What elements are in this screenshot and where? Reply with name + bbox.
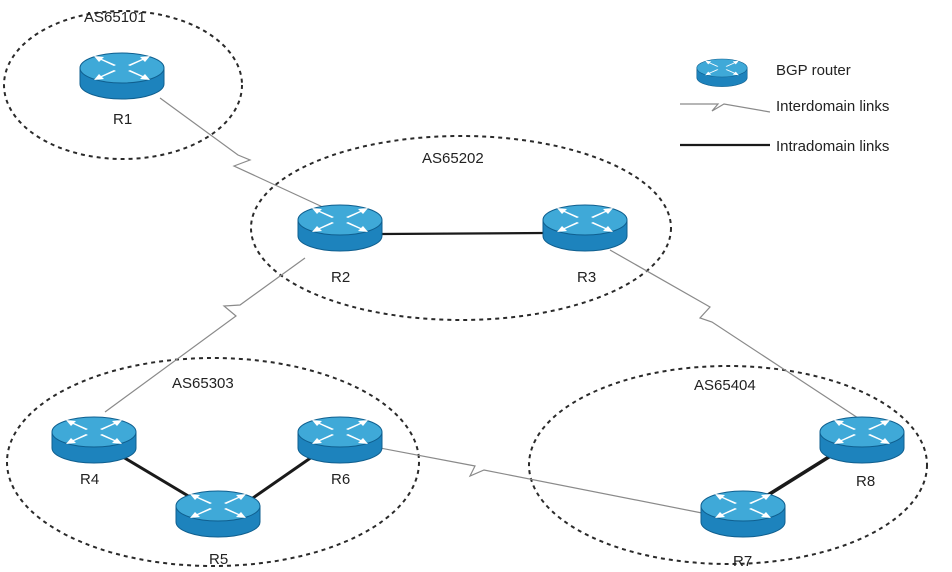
as65202-label: AS65202 bbox=[422, 150, 484, 167]
legend-intradomain-label: Intradomain links bbox=[776, 138, 889, 155]
router-r5-label: R5 bbox=[209, 551, 228, 568]
router-r5-icon[interactable] bbox=[175, 490, 261, 538]
as65404-boundary bbox=[528, 365, 928, 565]
legend-router-label: BGP router bbox=[776, 62, 851, 79]
router-r4-icon[interactable] bbox=[51, 416, 137, 464]
router-r8-label: R8 bbox=[856, 473, 875, 490]
as65404-label: AS65404 bbox=[694, 377, 756, 394]
legend-interdomain-label: Interdomain links bbox=[776, 98, 889, 115]
as65202-boundary bbox=[250, 135, 672, 321]
router-r8-icon[interactable] bbox=[819, 416, 905, 464]
legend: BGP router Interdomain links Intradomain… bbox=[680, 58, 889, 155]
as65101-boundary bbox=[3, 10, 243, 160]
legend-router-icon bbox=[696, 58, 748, 87]
router-r2-label: R2 bbox=[331, 269, 350, 286]
router-r3-icon[interactable] bbox=[542, 204, 628, 252]
router-r1-icon[interactable] bbox=[79, 52, 165, 100]
router-r7-label: R7 bbox=[733, 553, 752, 570]
as65303-boundary bbox=[6, 357, 420, 567]
interdomain-link-r6-r7 bbox=[379, 447, 703, 514]
intradomain-link-r2-r3 bbox=[381, 231, 545, 236]
router-r6-icon[interactable] bbox=[297, 416, 383, 464]
as65303-label: AS65303 bbox=[172, 375, 234, 392]
legend-interdomain-sample bbox=[680, 103, 771, 113]
interdomain-link-r2-r4 bbox=[104, 257, 306, 413]
router-r3-label: R3 bbox=[577, 269, 596, 286]
as65101-label: AS65101 bbox=[84, 9, 146, 26]
router-r6-label: R6 bbox=[331, 471, 350, 488]
interdomain-link-r1-r2 bbox=[159, 97, 341, 216]
router-r1-label: R1 bbox=[113, 111, 132, 128]
router-r7-icon[interactable] bbox=[700, 490, 786, 538]
intradomain-link-r7-r8 bbox=[759, 448, 841, 502]
interdomain-link-r3-r8 bbox=[609, 249, 859, 419]
router-r4-label: R4 bbox=[80, 471, 99, 488]
router-r2-icon[interactable] bbox=[297, 204, 383, 252]
